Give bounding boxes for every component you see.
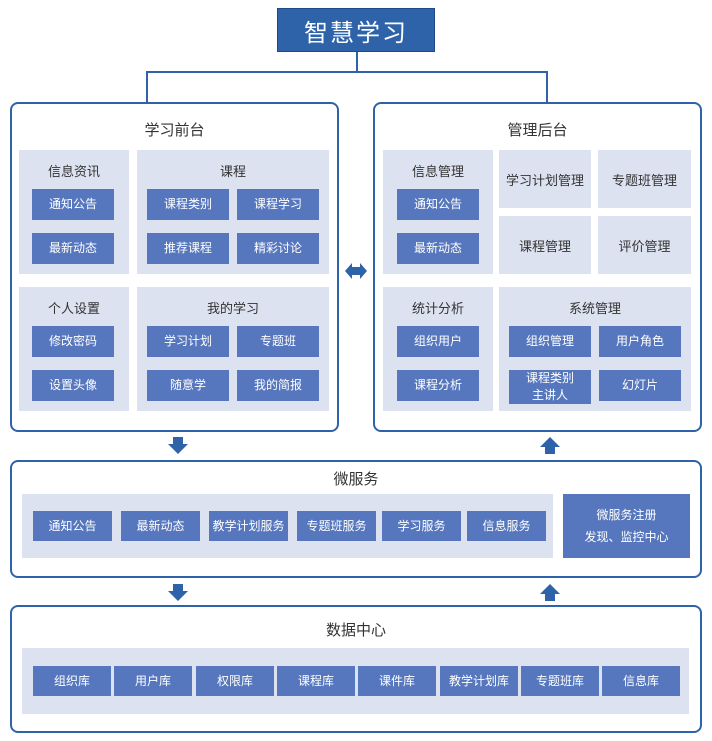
db-info-button[interactable]: 信息库 bbox=[602, 666, 680, 696]
course-mgmt-tile[interactable]: 课程管理 bbox=[499, 216, 591, 274]
stats-title: 统计分析 bbox=[411, 302, 464, 317]
frontend-title: 学习前台 bbox=[144, 121, 205, 139]
slides-button[interactable]: 幻灯片 bbox=[599, 370, 681, 401]
db-courseware-button[interactable]: 课件库 bbox=[358, 666, 436, 696]
my-brief-button[interactable]: 我的简报 bbox=[237, 370, 319, 401]
course-analysis-button[interactable]: 课程分析 bbox=[397, 370, 479, 401]
microservice-title: 微服务 bbox=[333, 470, 379, 488]
special-class-button[interactable]: 专题班 bbox=[237, 326, 319, 357]
ms-special-class-button[interactable]: 专题班服务 bbox=[297, 511, 376, 541]
db-special-class-button[interactable]: 专题班库 bbox=[521, 666, 599, 696]
ms-teaching-plan-button[interactable]: 教学计划服务 bbox=[209, 511, 288, 541]
course-category-button[interactable]: 课程类别 bbox=[147, 189, 229, 220]
notice-button[interactable]: 通知公告 bbox=[32, 189, 114, 220]
course-category-lecturer-button[interactable]: 课程类别 主讲人 bbox=[509, 370, 591, 404]
bidirectional-arrow-icon bbox=[345, 263, 367, 279]
latest-news-button[interactable]: 最新动态 bbox=[32, 233, 114, 264]
db-teaching-plan-button[interactable]: 教学计划库 bbox=[440, 666, 518, 696]
admin-notice-button[interactable]: 通知公告 bbox=[397, 189, 479, 220]
down-arrow-icon bbox=[168, 584, 188, 601]
db-org-button[interactable]: 组织库 bbox=[33, 666, 111, 696]
courses-title: 课程 bbox=[219, 165, 246, 180]
backend-title: 管理后台 bbox=[507, 121, 568, 139]
ms-latest-news-button[interactable]: 最新动态 bbox=[121, 511, 200, 541]
special-class-mgmt-tile[interactable]: 专题班管理 bbox=[598, 150, 691, 208]
admin-latest-news-button[interactable]: 最新动态 bbox=[397, 233, 479, 264]
ms-registry-box[interactable]: 微服务注册 发现、监控中心 bbox=[563, 494, 690, 558]
db-permission-button[interactable]: 权限库 bbox=[196, 666, 274, 696]
study-plan-mgmt-tile[interactable]: 学习计划管理 bbox=[499, 150, 591, 208]
db-course-button[interactable]: 课程库 bbox=[277, 666, 355, 696]
change-password-button[interactable]: 修改密码 bbox=[32, 326, 114, 357]
data-center-title: 数据中心 bbox=[325, 621, 386, 639]
org-mgmt-button[interactable]: 组织管理 bbox=[509, 326, 591, 357]
user-role-button[interactable]: 用户角色 bbox=[599, 326, 681, 357]
free-learning-button[interactable]: 随意学 bbox=[147, 370, 229, 401]
down-arrow-icon bbox=[168, 437, 188, 454]
my-learning-title: 我的学习 bbox=[206, 302, 259, 317]
evaluation-mgmt-tile[interactable]: 评价管理 bbox=[598, 216, 691, 274]
featured-discussion-button[interactable]: 精彩讨论 bbox=[237, 233, 319, 264]
ms-learning-service-button[interactable]: 学习服务 bbox=[382, 511, 461, 541]
study-plan-button[interactable]: 学习计划 bbox=[147, 326, 229, 357]
ms-info-service-button[interactable]: 信息服务 bbox=[467, 511, 546, 541]
org-users-button[interactable]: 组织用户 bbox=[397, 326, 479, 357]
personal-settings-title: 个人设置 bbox=[47, 302, 100, 317]
up-arrow-icon bbox=[540, 437, 560, 454]
title-box: 智慧学习 bbox=[277, 8, 435, 52]
info-mgmt-title: 信息管理 bbox=[411, 165, 464, 180]
db-user-button[interactable]: 用户库 bbox=[114, 666, 192, 696]
page-title: 智慧学习 bbox=[304, 18, 408, 47]
set-avatar-button[interactable]: 设置头像 bbox=[32, 370, 114, 401]
recommended-course-button[interactable]: 推荐课程 bbox=[147, 233, 229, 264]
info-news-title: 信息资讯 bbox=[47, 165, 100, 180]
system-mgmt-title: 系统管理 bbox=[568, 302, 621, 317]
up-arrow-icon bbox=[540, 584, 560, 601]
course-study-button[interactable]: 课程学习 bbox=[237, 189, 319, 220]
ms-notice-button[interactable]: 通知公告 bbox=[33, 511, 112, 541]
